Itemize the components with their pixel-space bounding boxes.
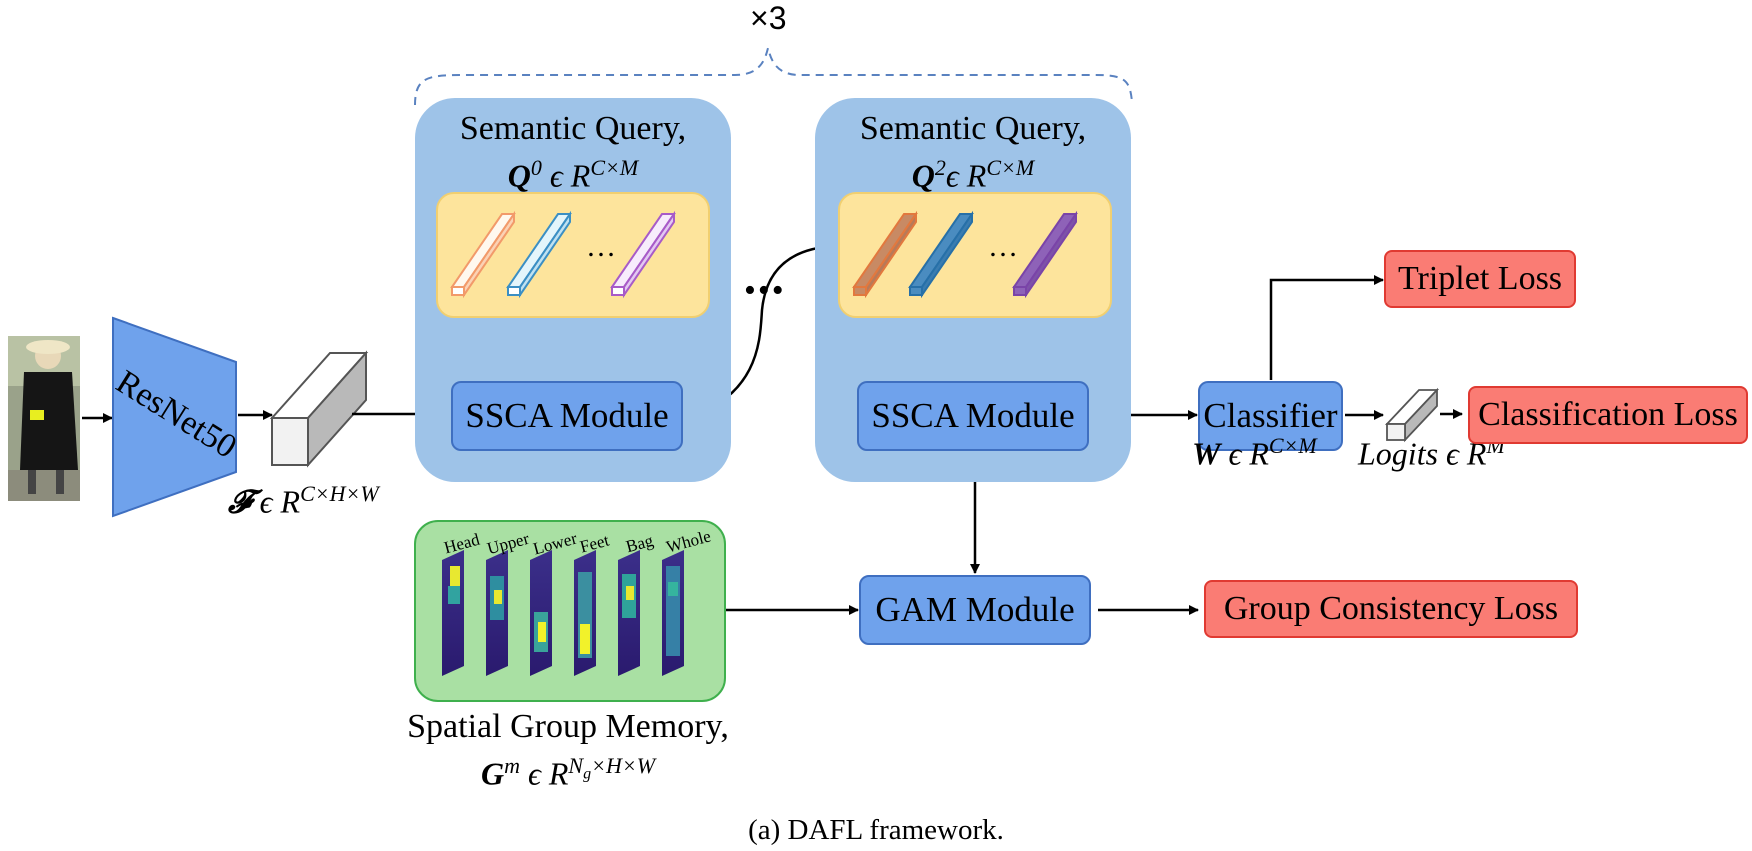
query-panel-2-title: Semantic Query,: [859, 110, 1087, 147]
backbone-shape: [112, 316, 237, 518]
triplet-loss-box: Triplet Loss: [1384, 250, 1576, 308]
query-1-symbol: Q: [507, 157, 531, 194]
memory-dims-hw: ×H×W: [591, 753, 656, 778]
memory-symbol-index: m: [504, 753, 520, 778]
feature-space: ϵ R: [251, 483, 301, 520]
query-panel-2-symbol: Q2ϵ RC×M: [815, 150, 1131, 194]
memory-symbol-letter: G: [480, 755, 505, 792]
classifier-box: Classifier: [1198, 381, 1343, 451]
memory-space: ϵ R: [519, 755, 569, 792]
ssca-module-2: SSCA Module: [857, 381, 1089, 451]
query-1-space: ϵ R: [541, 157, 591, 194]
heatmap-bag: [618, 550, 640, 676]
feature-label: 𝓕 ϵ RC×H×W: [228, 476, 379, 520]
token-bar-orange: [450, 210, 516, 299]
query-2-dims: C×M: [986, 155, 1035, 180]
query-2-index: 2: [934, 155, 946, 180]
heatmap-lower: [530, 550, 552, 676]
weight-dims: C×M: [1268, 433, 1317, 458]
heatmap-head: [442, 550, 464, 676]
heatmap-whole: [662, 550, 684, 676]
repeat-dots: •••: [744, 272, 786, 309]
logits-text: Logits ϵ R: [1358, 435, 1487, 472]
memory-dims: Ng×H×W: [568, 753, 656, 782]
pedestrian-image: [8, 336, 80, 501]
heatmap-upper: [486, 550, 508, 676]
token-bar-blue: [506, 210, 572, 299]
figure-caption: (a) DAFL framework.: [748, 814, 1004, 846]
repeat-label: ×3: [750, 0, 787, 36]
feature-symbol: 𝓕: [228, 483, 252, 520]
group-heatmaps: [442, 550, 684, 676]
weight-symbol: W: [1192, 435, 1221, 472]
query-1-dims: C×M: [590, 155, 639, 180]
memory-dims-n: N: [568, 753, 584, 778]
memory-title: Spatial Group Memory,: [407, 708, 729, 745]
classification-loss-box: Classification Loss: [1468, 386, 1748, 444]
arrow-ssca1-query2: [683, 241, 837, 422]
query-1-index: 0: [530, 155, 542, 180]
gam-module: GAM Module: [859, 575, 1091, 645]
weight-space: ϵ R: [1220, 435, 1269, 472]
token-bar-purple: [610, 210, 676, 299]
feature-dims: C×H×W: [300, 481, 379, 506]
query-2-space: ϵ R: [945, 157, 987, 194]
query-2-ellipsis: …: [988, 230, 1018, 263]
group-consistency-loss-box: Group Consistency Loss: [1204, 580, 1578, 638]
token-bar-purple-filled: [1012, 210, 1078, 299]
query-panel-1-title: Semantic Query,: [459, 110, 687, 147]
query-tokens-2-bars: [852, 210, 1078, 299]
feature-cuboid: [269, 350, 369, 468]
token-bar-blue-filled: [908, 210, 974, 299]
query-2-symbol: Q: [911, 157, 935, 194]
query-panel-1-symbol: Q0 ϵ RC×M: [415, 150, 731, 194]
ssca-module-1: SSCA Module: [451, 381, 683, 451]
repeat-brace: [414, 47, 1133, 106]
memory-symbol: Gm ϵ RNg×H×W: [368, 748, 768, 792]
logits-cuboid: [1384, 387, 1440, 443]
classifier-weight-label: W ϵ RC×M: [1192, 428, 1317, 472]
memory-dims-g: g: [583, 765, 592, 783]
token-bar-orange-filled: [852, 210, 918, 299]
arrow-classifier-triplet: [1269, 275, 1384, 380]
heatmap-feet: [574, 550, 596, 676]
spatial-group-memory-box: [414, 520, 726, 702]
query-tokens-1-bars: [450, 210, 676, 299]
query-1-ellipsis: …: [586, 230, 616, 263]
